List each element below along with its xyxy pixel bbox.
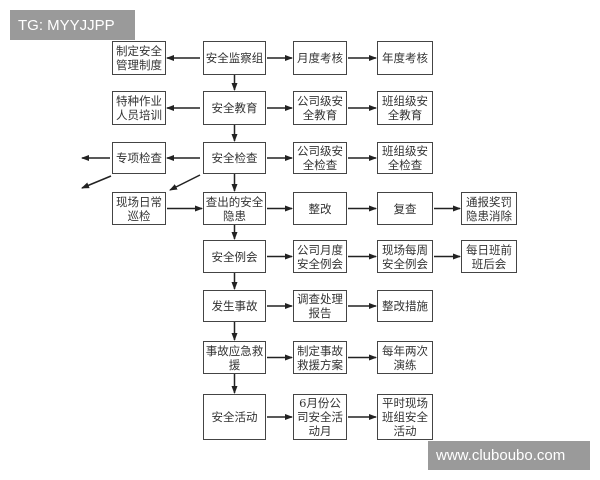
flow-box-r8-c3: 6月份公 司安全活 动月 — [293, 394, 347, 440]
watermark-top-left: TG: MYYJJPP — [10, 10, 135, 40]
flow-box-r4-left: 现场日常 巡检 — [112, 192, 166, 225]
flow-box-r2-left: 特种作业 人员培训 — [112, 91, 166, 125]
flow-box-r5-main: 安全例会 — [203, 240, 266, 273]
flow-box-r2-main: 安全教育 — [203, 91, 266, 125]
flow-box-r8-c4: 平时现场 班组安全 活动 — [377, 394, 433, 440]
flow-box-r6-c3: 调查处理 报告 — [293, 290, 347, 322]
flow-box-r4-c4: 复查 — [377, 192, 433, 225]
flow-box-r3-left: 专项检查 — [112, 142, 166, 174]
flow-box-r1-c3: 月度考核 — [293, 41, 347, 75]
flow-box-r1-left: 制定安全 管理制度 — [112, 41, 166, 75]
flow-box-r7-main: 事故应急救 援 — [203, 341, 266, 374]
flow-box-r5-c3: 公司月度 安全例会 — [293, 240, 347, 273]
flow-box-r7-c4: 每年两次 演练 — [377, 341, 433, 374]
arrow-diagonal — [169, 174, 201, 191]
flow-box-r4-main: 查出的安全 隐患 — [203, 192, 266, 225]
watermark-bottom-right: www.cluboubo.com — [428, 441, 590, 470]
flow-box-r5-c4: 现场每周 安全例会 — [377, 240, 433, 273]
flow-box-r2-c4: 班组级安 全教育 — [377, 91, 433, 125]
arrow-diagonal — [81, 175, 112, 189]
flow-box-r6-c4: 整改措施 — [377, 290, 433, 322]
flow-box-r1-main: 安全监察组 — [203, 41, 266, 75]
flow-box-r3-c4: 班组级安 全检查 — [377, 142, 433, 174]
flow-box-r4-c5: 通报奖罚 隐患消除 — [461, 192, 517, 225]
flow-box-r8-main: 安全活动 — [203, 394, 266, 440]
flow-box-r5-c5: 每日班前 班后会 — [461, 240, 517, 273]
flow-box-r6-main: 发生事故 — [203, 290, 266, 322]
flow-box-r7-c3: 制定事故 救援方案 — [293, 341, 347, 374]
flow-box-r2-c3: 公司级安 全教育 — [293, 91, 347, 125]
flow-box-r3-c3: 公司级安 全检查 — [293, 142, 347, 174]
flow-box-r1-c4: 年度考核 — [377, 41, 433, 75]
flow-box-r3-main: 安全检查 — [203, 142, 266, 174]
flow-box-r4-c3: 整改 — [293, 192, 347, 225]
